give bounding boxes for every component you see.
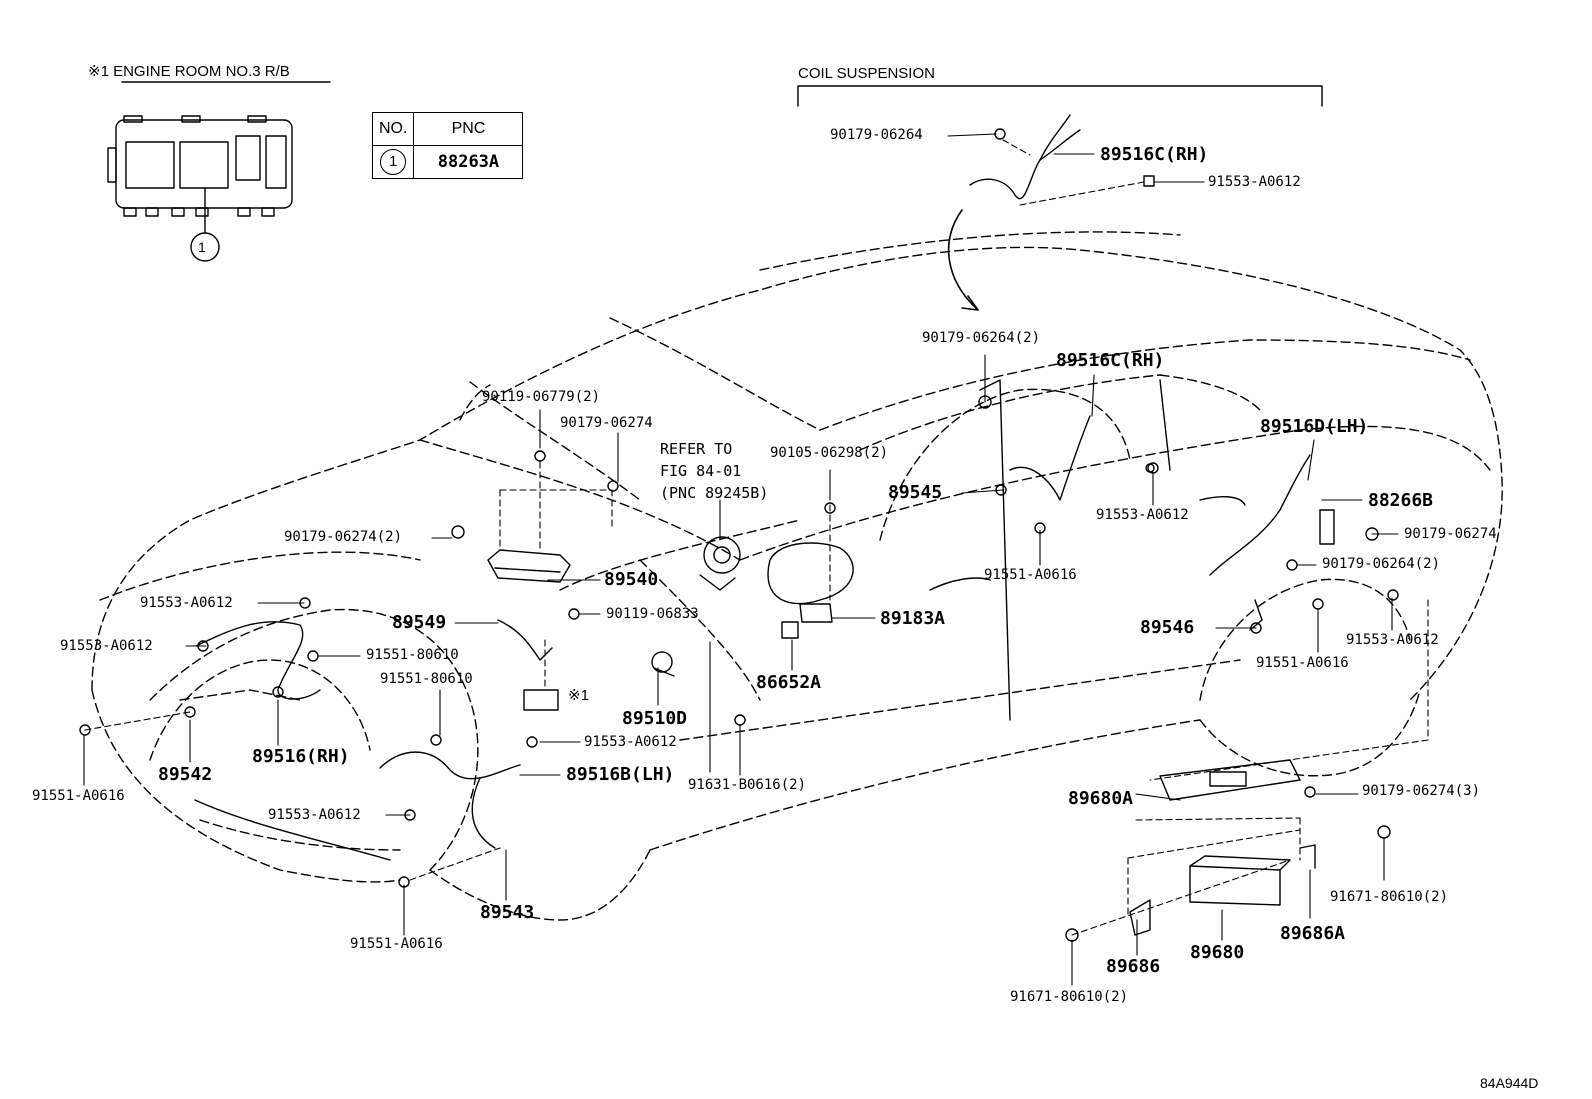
part-label: 91553-A0612 [1346, 632, 1439, 648]
refer-note-line-3: (PNC 89245B) [660, 484, 769, 502]
connection-lines [84, 139, 1429, 936]
part-label: 90105-06298(2) [770, 445, 889, 461]
part-label: 89516B(LH) [566, 764, 675, 785]
pointer-arrow [947, 209, 979, 311]
vehicle-details [194, 379, 1246, 861]
part-label: 91551-A0616 [1256, 655, 1349, 671]
part-label: 90179-06264(2) [922, 330, 1041, 346]
part-label: 89516C(RH) [1100, 144, 1209, 165]
pnc-header-pnc: PNC [413, 112, 524, 146]
table-row: 1 88263A [371, 145, 524, 179]
part-label: 90119-06779(2) [482, 389, 601, 405]
leader-lines [83, 133, 1399, 986]
part-label: 89516D(LH) [1260, 416, 1369, 437]
pnc-table: NO. PNC 1 88263A [371, 112, 524, 179]
part-label: 89549 [392, 612, 447, 633]
engine-room-relay-box-title: ※1 ENGINE ROOM NO.3 R/B [88, 63, 290, 80]
part-label: 89516(RH) [252, 746, 350, 767]
part-label: 89680 [1190, 942, 1245, 963]
part-label: 89680A [1068, 788, 1134, 809]
part-label: 91551-80610 [366, 647, 459, 663]
part-label: 91551-80610 [380, 671, 473, 687]
part-label: 90179-06264(2) [1322, 556, 1441, 572]
part-label: 89543 [480, 902, 535, 923]
part-label: 91553-A0612 [1096, 507, 1189, 523]
part-label: 89540 [604, 569, 659, 590]
part-label: ※1 [568, 687, 589, 704]
pnc-row-number: 1 [380, 149, 407, 175]
part-label: 91551-A0616 [350, 936, 443, 952]
part-label: 91551-A0616 [984, 567, 1077, 583]
part-label: 91553-A0612 [1208, 174, 1301, 190]
part-label: 90179-06264 [830, 127, 923, 143]
refer-note-line-1: REFER TO [660, 440, 733, 458]
pnc-row-part: 88263A [413, 145, 524, 179]
part-label: 91671-80610(2) [1010, 989, 1129, 1005]
part-label: 91671-80610(2) [1330, 889, 1449, 905]
part-label: 90179-06274(3) [1362, 783, 1481, 799]
engine-room-relay-box-icon [107, 115, 293, 262]
part-label: 88266B [1368, 490, 1434, 511]
part-label: 90119-06833 [606, 606, 699, 622]
part-label: 91553-A0612 [584, 734, 677, 750]
callout-number: 1 [198, 239, 206, 255]
refer-note-line-2: FIG 84-01 [660, 462, 742, 480]
coil-suspension-title: COIL SUSPENSION [798, 65, 935, 82]
part-label: 89510D [622, 708, 688, 729]
part-label: 89546 [1140, 617, 1195, 638]
part-label: 89516C(RH) [1056, 350, 1165, 371]
part-label: 89542 [158, 764, 213, 785]
pnc-header-no: NO. [371, 112, 415, 146]
part-label: 91553-A0612 [60, 638, 153, 654]
part-label: 90179-06274(2) [284, 529, 403, 545]
component-drawings [79, 395, 1399, 942]
part-label: 91553-A0612 [268, 807, 361, 823]
part-label: 89686 [1106, 956, 1161, 977]
part-label: 89686A [1280, 923, 1346, 944]
part-label: 89183A [880, 608, 946, 629]
harness-89516C-inset [969, 114, 1155, 200]
part-label: 90179-06274 [1404, 526, 1497, 542]
part-label: 89545 [888, 482, 943, 503]
part-label: 91553-A0612 [140, 595, 233, 611]
part-label: 86652A [756, 672, 822, 693]
part-label: 91551-A0616 [32, 788, 125, 804]
drawing-id: 84A944D [1480, 1075, 1539, 1091]
part-label: 90179-06274 [560, 415, 653, 431]
part-label: 91631-B0616(2) [688, 777, 807, 793]
